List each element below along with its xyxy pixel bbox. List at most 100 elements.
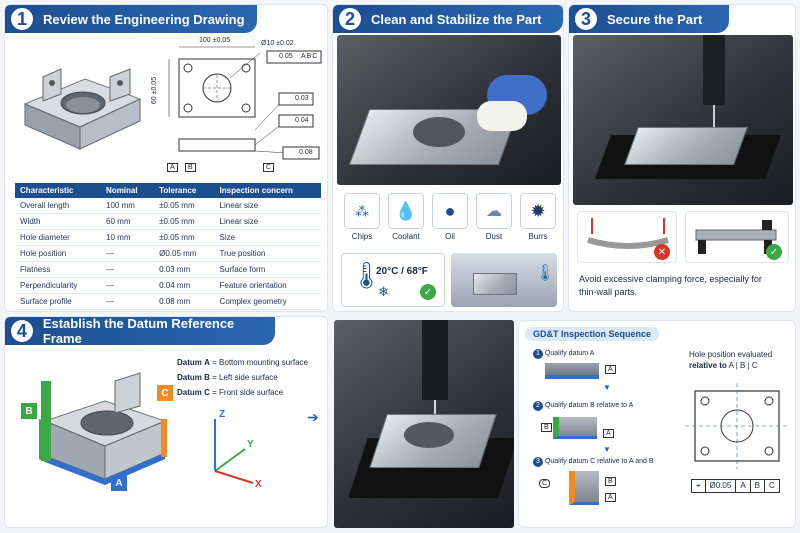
seq-tag-a: A [605,365,616,374]
seq-tag-a-2: A [603,429,614,438]
datum-a-tag-drawing: A [167,163,178,172]
seq-tag-b-3: B [605,477,616,486]
axis-z-label: Z [219,409,226,420]
fcf-position-datums: ABC [301,53,319,60]
step-2-header: 2 Clean and Stabilize the Part [333,5,563,33]
seq-tag-c-3: C [539,479,551,488]
coordinate-axes: Z Y X [201,409,281,493]
step-3-number: 3 [573,6,599,32]
axis-y-label: Y [247,439,254,450]
table-cell: Perpendicularity [15,277,102,294]
table-header: Tolerance [154,183,215,198]
table-cell: Overall length [15,198,102,214]
table-cell: 0.03 mm [154,261,215,278]
panel-step-1: 1 Review the Engineering Drawing [4,4,328,312]
table-cell: True position [214,245,321,262]
seq-tag-b-2: B [541,423,552,432]
panel-step-3: 3 Secure the Part ✕ ✓ Avoid excessive cl… [568,4,796,312]
cross-icon: ✕ [654,244,670,260]
step-3-title: Secure the Part [607,11,703,27]
datum-b-tag-drawing: B [185,163,196,172]
step-2-number: 2 [337,6,363,32]
table-cell: Ø0.05 mm [154,245,215,262]
table-cell: Surface profile [15,293,102,310]
table-cell: ±0.05 mm [154,198,215,214]
sequence-step-3: 3 Qualify datum C relative to A and B [533,457,654,467]
table-cell: Linear size [214,198,321,214]
datum-def-b: Datum B = Left side surface [177,373,278,382]
table-cell: — [101,245,155,262]
temperature-box: 🌡 20°C / 68°F ❄ ✓ [341,253,445,307]
sequence-step-2: 2 Qualify datum B relative to A [533,401,633,411]
datum-part-render: B C A [15,361,175,491]
datum-definitions: Datum A = Bottom mounting surface Datum … [177,355,308,400]
table-cell: Surface form [214,261,321,278]
axis-x-label: X [255,479,262,490]
step-1-header: 1 Review the Engineering Drawing [5,5,257,33]
seq-step-number: 2 [533,401,543,411]
table-header: Characteristic [15,183,102,198]
holepos-fcf: ⌖ Ø0.05 A B C [691,479,780,493]
holepos-title: Hole position evaluated relative to A | … [689,350,773,370]
table-cell: ±0.05 mm [154,213,215,230]
burr-star-icon: ✹ [520,193,556,229]
contaminant-dust: ☁Dust [473,193,515,241]
table-cell: 0.08 mm [154,293,215,310]
step-4-header: 4 Establish the Datum Reference Frame [5,316,275,346]
dim-height-label: 60 ±0.05 [151,76,159,105]
arrow-right-icon: ➔ [307,409,319,425]
probe-touch-photo [334,320,514,528]
cleaning-photo [337,35,561,185]
table-cell: — [101,293,155,310]
thermometer-icon: 🌡 [350,260,384,290]
datum-c-tag: C [157,385,173,401]
seq-block-b [553,417,597,439]
datum-b-tag: B [21,403,37,419]
check-icon: ✓ [420,284,436,300]
characteristics-table: Characteristic Nominal Tolerance Inspect… [15,183,321,310]
position-symbol-icon: ⌖ [692,480,706,492]
seq-tag-a-3: A [605,493,616,502]
step-3-header: 3 Secure the Part [569,5,729,33]
inspection-sequence-panel: GD&T Inspection Sequence 1 Qualify datum… [518,320,796,528]
contaminant-oil: ●Oil [429,193,471,241]
arrow-down-icon: ▼ [603,445,611,454]
table-cell: Linear size [214,213,321,230]
sequence-step-1: 1 Qualify datum A [533,349,594,359]
holepos-drawing [685,381,789,471]
cloth-icon [477,101,527,131]
step-1-number: 1 [9,6,35,32]
seq-plate-a [545,363,599,379]
step-4-title: Establish the Datum Reference Frame [42,316,235,346]
part-3d-render [15,49,145,159]
table-cell: 0.04 mm [154,277,215,294]
seq-step-number: 1 [533,349,543,359]
clamp-good-example: ✓ [685,211,789,263]
coolant-drop-icon: 💧 [388,193,424,229]
fcf-position-tol: 0.05 [279,53,293,60]
table-cell: — [101,261,155,278]
fcf-perp-tol: 0.04 [295,117,309,124]
check-icon: ✓ [766,244,782,260]
step-2-title: Clean and Stabilize the Part [371,11,542,27]
panel-step-4: 4 Establish the Datum Reference Frame B … [4,316,328,528]
table-cell: Complex geometry [214,293,321,310]
arrow-down-icon: ▼ [603,383,611,392]
contaminant-chips: ⁂Chips [341,193,383,241]
table-cell: Flatness [15,261,102,278]
table-cell: 10 mm [101,229,155,246]
table-cell: Hole diameter [15,229,102,246]
contaminant-coolant: 💧Coolant [385,193,427,241]
table-cell: Width [15,213,102,230]
fcf-profile-tol: 0.08 [299,149,313,156]
thermometer-small-icon: 🌡 [535,265,556,282]
fixture-photo [573,35,793,205]
seq-step-number: 3 [533,457,543,467]
